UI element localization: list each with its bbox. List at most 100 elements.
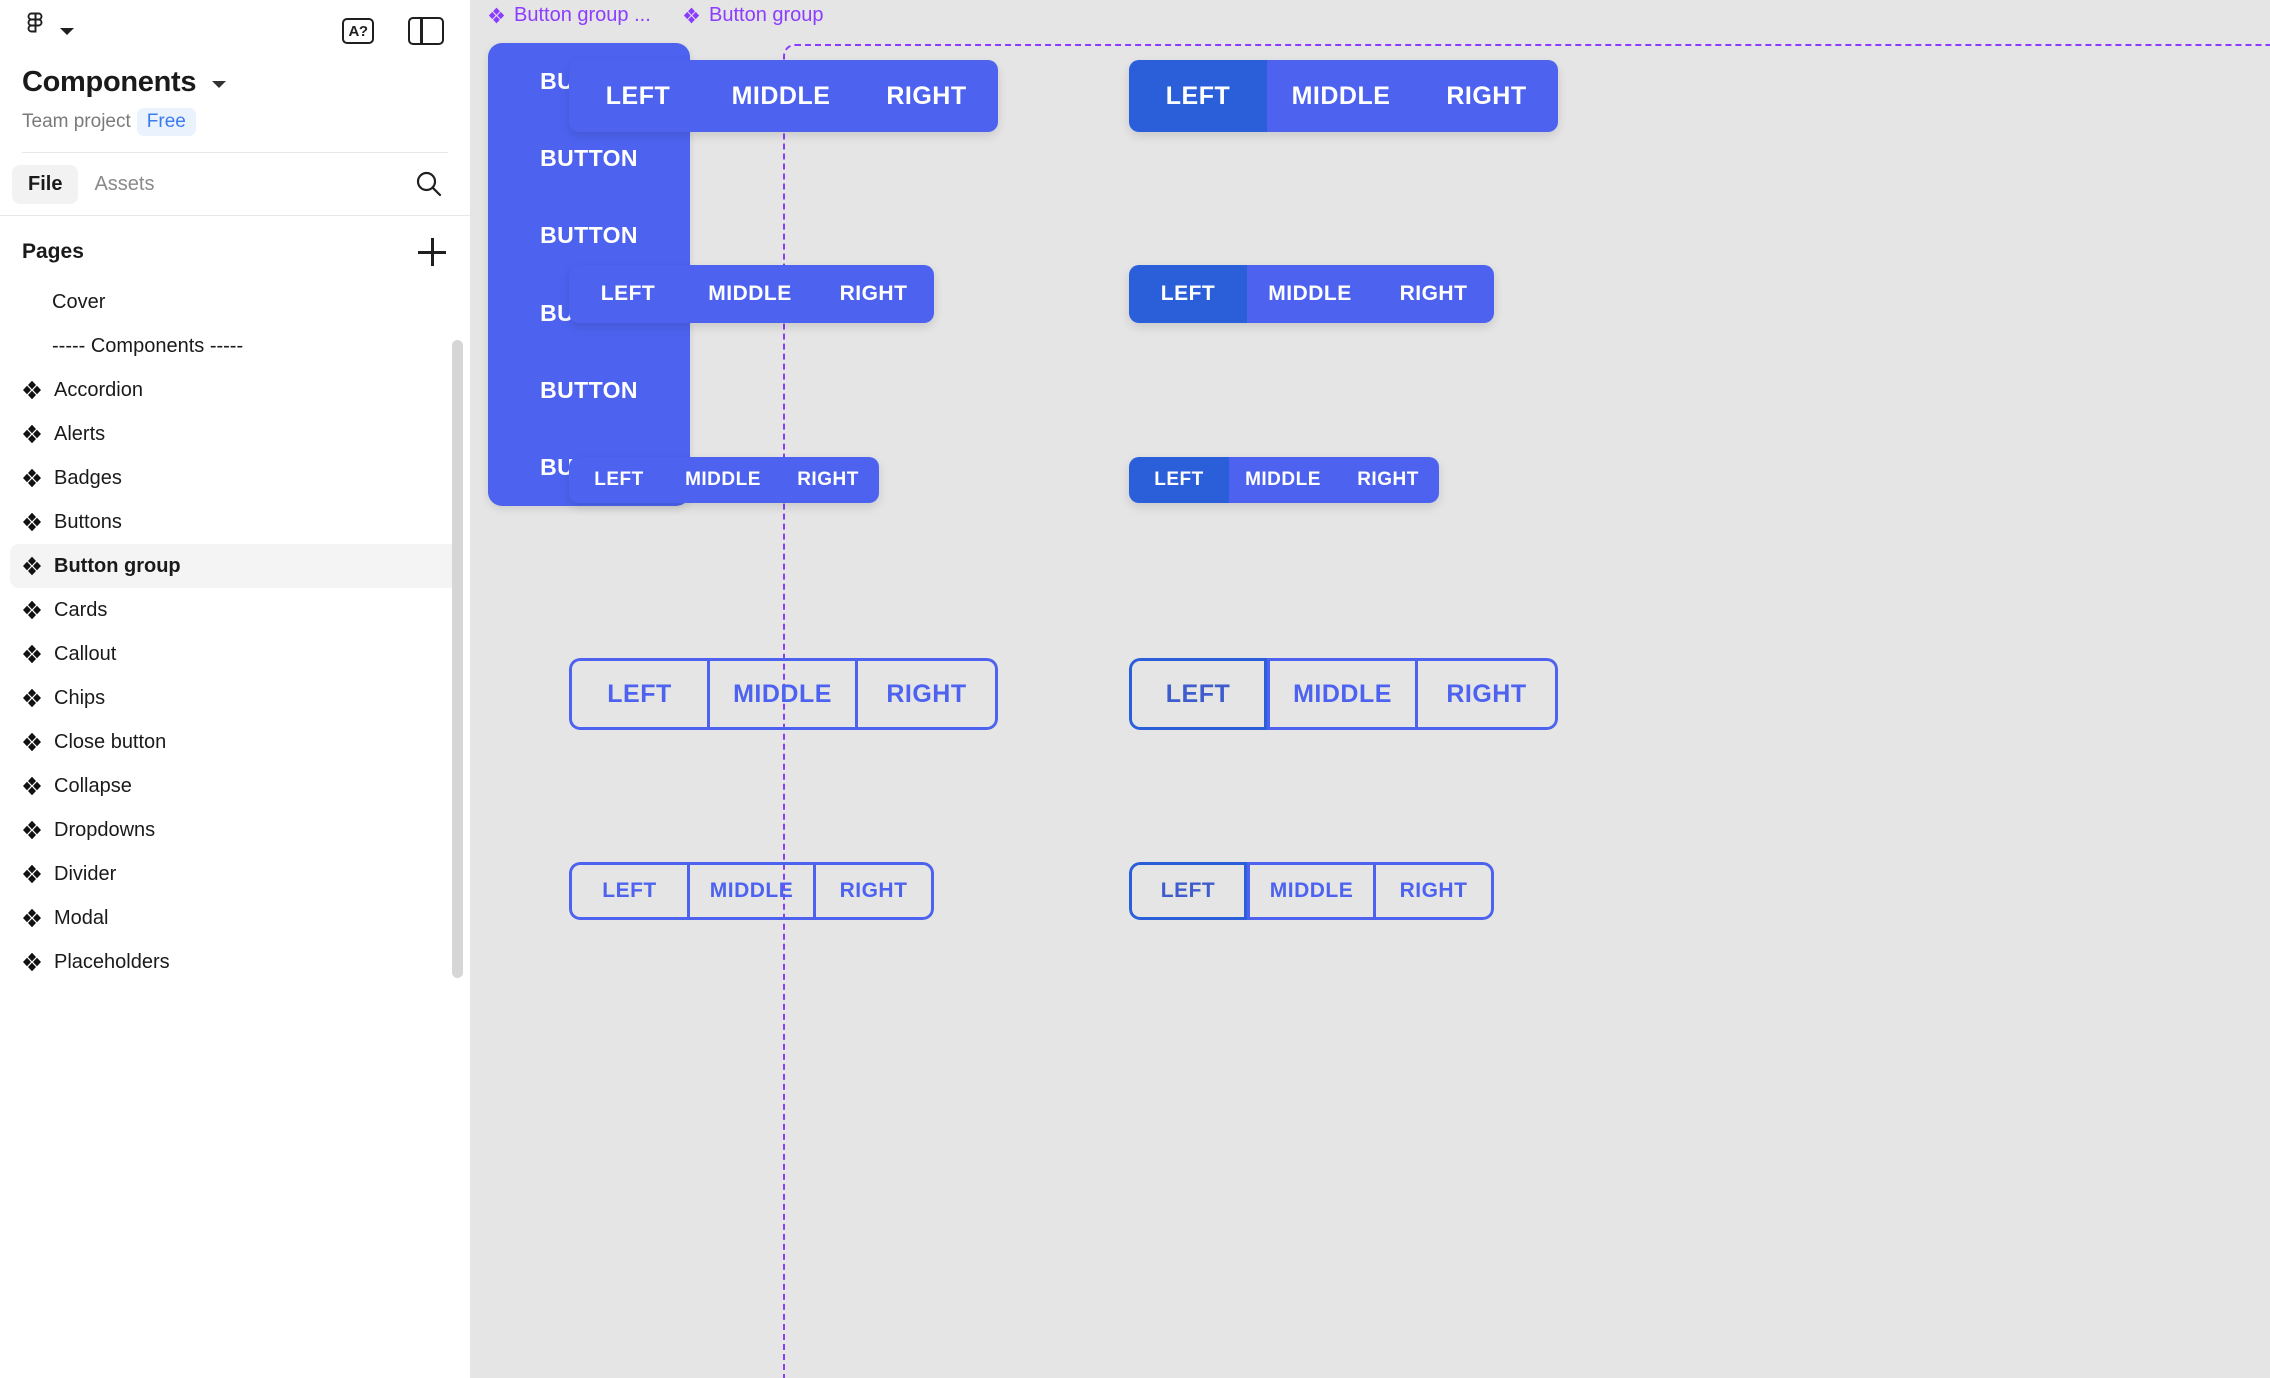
tab-assets[interactable]: Assets: [94, 172, 155, 195]
segment-left[interactable]: LEFT: [1129, 658, 1267, 730]
segment-right[interactable]: RIGHT: [1415, 60, 1558, 132]
segment-middle[interactable]: MIDDLE: [669, 457, 777, 503]
segment-left[interactable]: LEFT: [1129, 265, 1247, 323]
segment-left[interactable]: LEFT: [569, 658, 707, 730]
segment-right[interactable]: RIGHT: [855, 658, 998, 730]
vertical-button-item[interactable]: BUTTON: [540, 145, 638, 172]
component-diamond-icon: [23, 380, 41, 400]
segment-left[interactable]: LEFT: [569, 60, 707, 132]
vertical-button-item[interactable]: BUTTON: [540, 222, 638, 249]
vertical-button-item[interactable]: BUTTON: [540, 376, 638, 403]
component-diamond-icon: [23, 732, 41, 752]
plus-icon[interactable]: [418, 238, 446, 266]
header-divider: [22, 152, 448, 153]
left-sidebar: A? Components Team project Free File Ass…: [0, 0, 470, 1378]
segment-right[interactable]: RIGHT: [1337, 457, 1439, 503]
help-a-question-icon[interactable]: A?: [342, 18, 374, 44]
sidebar-item-label: Collapse: [54, 774, 132, 797]
sidebar-item-modal[interactable]: Modal: [10, 896, 460, 940]
frame-label-button-group-vertical[interactable]: Button group ...: [488, 4, 651, 27]
segment-right[interactable]: RIGHT: [855, 60, 998, 132]
sidebar-item-chips[interactable]: Chips: [10, 676, 460, 720]
sidebar-item-label: Callout: [54, 642, 117, 665]
sidebar-item-collapse[interactable]: Collapse: [10, 764, 460, 808]
plan-badge[interactable]: Free: [136, 108, 196, 136]
sidebar-item-cards[interactable]: Cards: [10, 588, 460, 632]
segment-left[interactable]: LEFT: [1129, 60, 1267, 132]
component-diamond-icon: [488, 7, 505, 24]
sidebar-item-dropdowns[interactable]: Dropdowns: [10, 808, 460, 852]
chevron-down-icon[interactable]: [60, 27, 74, 35]
segment-left[interactable]: LEFT: [569, 457, 669, 503]
sidebar-item-cover[interactable]: Cover: [10, 280, 460, 324]
sidebar-item-badges[interactable]: Badges: [10, 456, 460, 500]
pages-label: Pages: [22, 240, 84, 263]
sidebar-item-components[interactable]: ----- Components -----: [10, 324, 460, 368]
figma-logo[interactable]: [22, 12, 48, 50]
component-diamond-icon: [23, 864, 41, 884]
segment-left[interactable]: LEFT: [1129, 862, 1247, 920]
sidebar-item-close-button[interactable]: Close button: [10, 720, 460, 764]
search-icon[interactable]: [414, 169, 444, 199]
segment-middle[interactable]: MIDDLE: [707, 60, 855, 132]
chevron-down-icon[interactable]: [212, 81, 227, 88]
segment-right[interactable]: RIGHT: [813, 862, 934, 920]
segment-left[interactable]: LEFT: [569, 862, 687, 920]
sidebar-item-label: Cover: [52, 290, 106, 313]
sidebar-tabs: File Assets: [0, 153, 470, 215]
segment-right[interactable]: RIGHT: [1373, 862, 1494, 920]
segment-right[interactable]: RIGHT: [813, 265, 934, 323]
segment-left[interactable]: LEFT: [1129, 457, 1229, 503]
sidebar-item-alerts[interactable]: Alerts: [10, 412, 460, 456]
page-title: Components: [22, 66, 197, 98]
sidebar-item-label: Dropdowns: [54, 818, 156, 841]
sidebar-toolbar: A?: [0, 0, 470, 62]
segment-right[interactable]: RIGHT: [777, 457, 879, 503]
tab-file[interactable]: File: [12, 164, 79, 204]
segment-right[interactable]: RIGHT: [1373, 265, 1494, 323]
segment-middle[interactable]: MIDDLE: [1247, 862, 1373, 920]
sidebar-item-placeholders[interactable]: Placeholders: [10, 940, 460, 984]
project-title-row[interactable]: Components: [22, 66, 448, 99]
sidebar-item-label: Placeholders: [54, 950, 170, 973]
segment-middle[interactable]: MIDDLE: [1229, 457, 1337, 503]
pages-section-header: Pages: [0, 216, 470, 280]
component-diamond-icon: [23, 820, 41, 840]
sidebar-item-divider[interactable]: Divider: [10, 852, 460, 896]
segment-middle[interactable]: MIDDLE: [707, 658, 855, 730]
tabs-divider: [0, 215, 470, 216]
segment-middle[interactable]: MIDDLE: [687, 265, 813, 323]
segment-middle[interactable]: MIDDLE: [1247, 265, 1373, 323]
sidebar-item-label: Accordion: [54, 378, 143, 401]
sidebar-item-callout[interactable]: Callout: [10, 632, 460, 676]
component-diamond-icon: [683, 7, 700, 24]
design-canvas[interactable]: Button group ... Button group BUTTON BUTT…: [470, 0, 2270, 1378]
segment-left[interactable]: LEFT: [569, 265, 687, 323]
frame-label-button-group[interactable]: Button group: [683, 4, 824, 27]
toolbar-actions: A?: [342, 17, 444, 45]
sidebar-item-button-group[interactable]: Button group: [10, 544, 460, 588]
sidebar-item-accordion[interactable]: Accordion: [10, 368, 460, 412]
sidebar-item-label: Modal: [54, 906, 109, 929]
layout-panel-icon[interactable]: [408, 17, 444, 45]
component-diamond-icon: [23, 952, 41, 972]
component-diamond-icon: [23, 600, 41, 620]
sidebar-item-buttons[interactable]: Buttons: [10, 500, 460, 544]
segment-right[interactable]: RIGHT: [1415, 658, 1558, 730]
segment-middle[interactable]: MIDDLE: [1267, 658, 1415, 730]
sidebar-scrollbar[interactable]: [452, 340, 463, 978]
segment-middle[interactable]: MIDDLE: [687, 862, 813, 920]
segment-middle[interactable]: MIDDLE: [1267, 60, 1415, 132]
sidebar-item-label: Button group: [54, 554, 181, 577]
